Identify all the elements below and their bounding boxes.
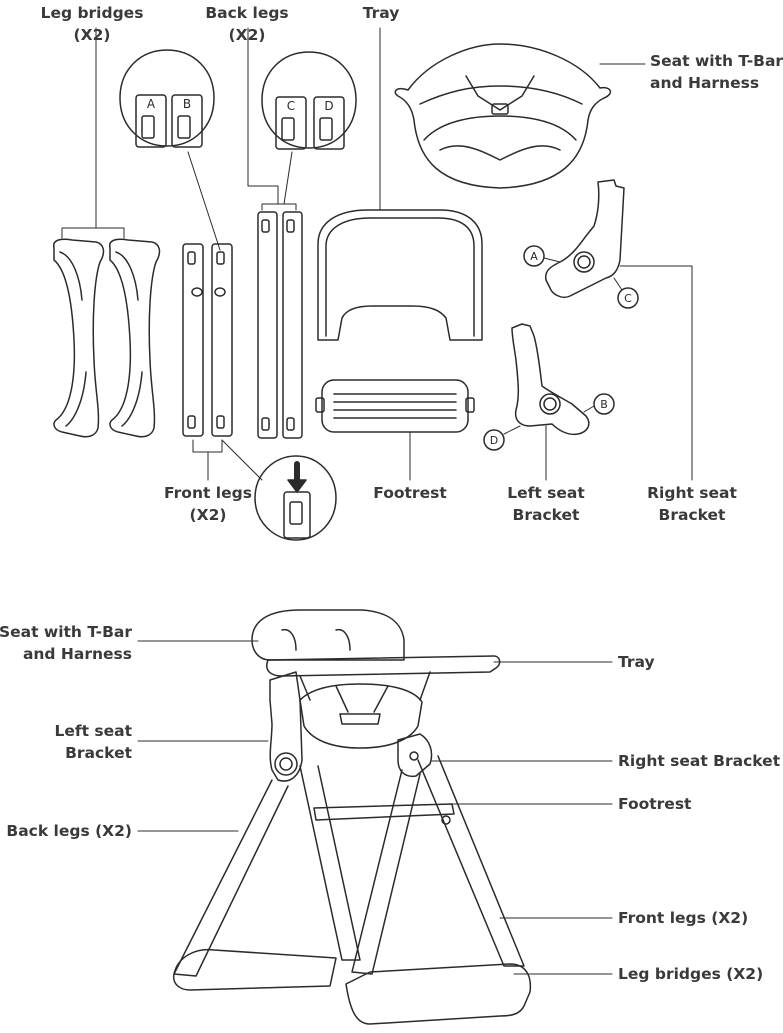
label-leg-bridges-line1: Leg bridges: [40, 4, 144, 22]
label-footrest: Footrest: [373, 484, 447, 502]
label-right-seat-bracket-line1: Right seat: [647, 484, 737, 502]
callout-letter-c: C: [287, 99, 295, 113]
label-assembled-right-bracket: Right seat Bracket: [618, 752, 781, 770]
label-leg-bridges: Leg bridges (X2): [41, 2, 144, 46]
right-seat-bracket-parts-drawing: [523, 179, 693, 481]
label-seat: Seat with T-Bar and Harness: [650, 50, 783, 94]
bracket-letter-d: D: [490, 434, 498, 447]
label-left-seat-bracket: Left seat Bracket: [507, 482, 585, 526]
label-assembled-left-bracket-line1: Left seat: [54, 722, 132, 740]
label-back-legs-line1: Back legs: [205, 4, 289, 22]
label-assembled-seat-line2: and Harness: [22, 645, 132, 663]
label-assembled-seat: Seat with T-Bar and Harness: [0, 621, 132, 665]
label-leg-bridges-line2: (X2): [73, 26, 111, 44]
label-seat-line1: Seat with T-Bar: [650, 52, 783, 70]
label-left-seat-bracket-line2: Bracket: [512, 506, 580, 524]
label-front-legs-line2: (X2): [189, 506, 227, 524]
tray-parts-drawing: [317, 27, 483, 341]
label-assembled-seat-line1: Seat with T-Bar: [0, 623, 132, 641]
label-assembled-left-bracket: Left seat Bracket: [54, 720, 132, 764]
label-assembled-tray: Tray: [618, 653, 655, 671]
label-right-seat-bracket-line2: Bracket: [658, 506, 726, 524]
assembled-highchair-drawing: [137, 609, 613, 1025]
label-left-seat-bracket-line1: Left seat: [507, 484, 585, 502]
front-legs-parts-drawing: [119, 49, 337, 541]
label-right-seat-bracket: Right seat Bracket: [647, 482, 737, 526]
bracket-letter-a: A: [530, 250, 538, 263]
label-assembled-left-bracket-line2: Bracket: [65, 744, 132, 762]
footrest-parts-drawing: [315, 379, 475, 481]
callout-letter-d: D: [324, 99, 333, 113]
label-assembled-footrest: Footrest: [618, 795, 692, 813]
label-seat-line2: and Harness: [650, 74, 760, 92]
label-back-legs-line2: (X2): [228, 26, 266, 44]
label-assembled-leg-bridges: Leg bridges (X2): [618, 965, 764, 983]
left-seat-bracket-parts-drawing: [483, 323, 615, 481]
label-assembled-front-legs: Front legs (X2): [618, 909, 749, 927]
callout-letter-b: B: [183, 97, 191, 111]
label-front-legs: Front legs (X2): [164, 482, 252, 526]
bracket-letter-c: C: [624, 292, 632, 305]
back-legs-parts-drawing: [247, 27, 357, 439]
label-front-legs-line1: Front legs: [164, 484, 252, 502]
label-tray: Tray: [362, 4, 400, 22]
bracket-letter-b: B: [600, 398, 608, 411]
leg-bridges-parts-drawing: [52, 27, 161, 438]
callout-letter-a: A: [147, 97, 156, 111]
label-assembled-back-legs: Back legs (X2): [6, 822, 132, 840]
label-back-legs: Back legs (X2): [205, 2, 288, 46]
seat-parts-drawing: [394, 43, 646, 189]
